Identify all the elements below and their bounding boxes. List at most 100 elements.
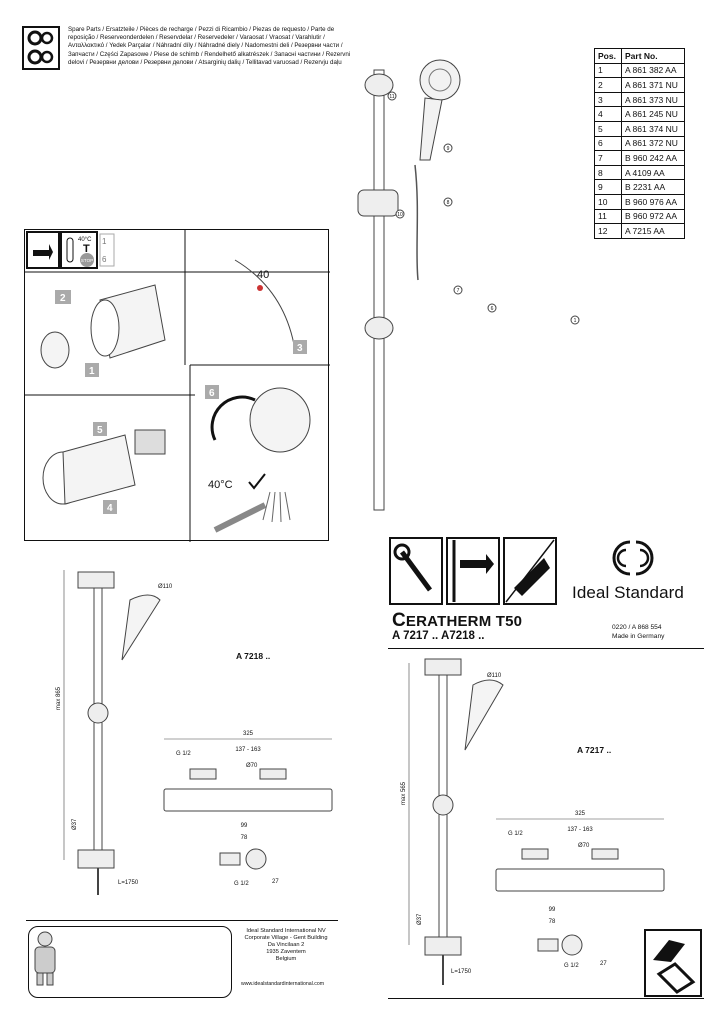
address-line2: Corporate Village - Gent Building <box>244 935 328 941</box>
part-number: A 7215 AA <box>621 223 685 239</box>
right-head-dia: Ø110 <box>487 673 502 679</box>
col-partno-header: Part No. <box>621 48 685 64</box>
right-height2: 27 <box>600 961 607 967</box>
product-name: CERATHERM T50 <box>392 610 522 632</box>
left-bar-dia: Ø37 <box>72 818 78 830</box>
right-width: 325 <box>575 811 586 817</box>
technician-icon <box>34 931 56 986</box>
address-line1: Ideal Standard International NV <box>246 928 326 934</box>
part-pos: 6 <box>594 135 622 152</box>
left-height2: 27 <box>272 879 279 885</box>
hand-icon <box>33 244 53 260</box>
part-pos: 12 <box>594 223 622 239</box>
part-pos: 10 <box>594 193 622 210</box>
part-number: A 861 245 NU <box>621 106 685 122</box>
left-thread: G 1/2 <box>176 751 191 757</box>
part-number: A 4109 AA <box>621 164 685 181</box>
part-pos: 11 <box>594 208 622 225</box>
part-number: B 960 976 AA <box>621 193 685 210</box>
step-4-label: 4 <box>107 503 113 514</box>
address-line3: Da Vincilaan 2 <box>267 942 305 948</box>
step-5-label: 5 <box>97 425 103 436</box>
right-hose: L=1750 <box>451 969 472 975</box>
left-head-dia: Ø110 <box>158 584 173 590</box>
callout-11: 11 <box>389 94 394 100</box>
instruction-panel: 40°C T STOP 1 6 2 1 40 3 5 4 <box>24 229 330 542</box>
part-number: A 861 382 AA <box>621 62 685 79</box>
part-pos: 7 <box>594 150 622 166</box>
brand-name: Ideal Standard <box>572 583 684 602</box>
left-model: A 7218 .. <box>236 651 271 661</box>
made-in: Made in Germany <box>612 633 665 640</box>
right-depth: 99 <box>549 907 556 913</box>
left-width: 325 <box>243 731 254 737</box>
left-centers: 137 - 163 <box>235 747 261 753</box>
wrench-icon <box>393 543 411 561</box>
col-pos-header: Pos. <box>594 48 622 64</box>
right-height: max 565 <box>401 781 407 805</box>
spare-parts-icon <box>22 26 60 70</box>
valve-dimension-left: 325 137 - 163 G 1/2 Ø70 99 78 G 1/2 27 <box>163 731 333 887</box>
right-nut-dia: Ø70 <box>578 843 590 849</box>
footer-rule <box>26 920 338 921</box>
address-line4: 1935 Zaventem <box>266 949 306 955</box>
callout-6: 6 <box>491 306 494 312</box>
part-number: B 2231 AA <box>621 179 685 195</box>
part-number: B 960 242 AA <box>621 150 685 166</box>
product-icons <box>389 537 557 605</box>
product-name-first: C <box>392 610 406 631</box>
product-codes: A 7217 .. A7218 .. <box>392 630 485 642</box>
part-number: A 861 374 NU <box>621 120 685 137</box>
brand-logo-icon <box>612 540 654 576</box>
range-start: 1 <box>102 237 107 246</box>
check-temp: 40°C <box>208 479 233 491</box>
part-number: A 861 373 NU <box>621 91 685 108</box>
stop-label: STOP <box>81 258 93 263</box>
website-link[interactable]: www.idealstandardinternational.com <box>241 981 325 987</box>
left-depth: 99 <box>241 823 248 829</box>
part-number: A 861 372 NU <box>621 135 685 152</box>
part-pos: 5 <box>594 120 622 137</box>
callout-8: 8 <box>447 200 450 206</box>
right-depth2: 78 <box>549 919 556 925</box>
left-nut-dia: Ø70 <box>246 763 258 769</box>
left-hose: L=1750 <box>118 880 139 886</box>
right-thread: G 1/2 <box>508 831 523 837</box>
right-thread2: G 1/2 <box>564 963 579 969</box>
part-pos: 2 <box>594 77 622 93</box>
part-pos: 4 <box>594 106 622 122</box>
left-thread2: G 1/2 <box>234 881 249 887</box>
callout-1a: 1 <box>574 318 577 324</box>
callout-9: 9 <box>447 146 450 152</box>
doc-meta: 0220 / A 868 554 Made in Germany <box>612 623 664 641</box>
temp-letter: T <box>83 243 90 255</box>
valve-dimension-right: 325 137 - 163 G 1/2 Ø70 99 78 G 1/2 27 <box>495 811 665 969</box>
callout-7: 7 <box>457 288 460 294</box>
part-number: A 861 371 NU <box>621 77 685 93</box>
cleaning-icon <box>514 558 550 596</box>
doc-code: 0220 / A 868 554 <box>612 624 662 631</box>
part-pos: 9 <box>594 179 622 195</box>
step-1-label: 1 <box>89 366 95 377</box>
step-2-label: 2 <box>60 293 66 304</box>
part-pos: 3 <box>594 91 622 108</box>
dimension-drawing-right: max 565 Ø110 Ø37 L=1750 <box>401 658 504 985</box>
cleaning-care-icon <box>644 929 702 997</box>
divider-line <box>388 648 704 649</box>
exploded-parts-drawing: 11 9 8 10 7 6 1 <box>357 59 580 511</box>
part-pos: 1 <box>594 62 622 79</box>
footer-rule-right <box>388 998 704 999</box>
address-line5: Belgium <box>275 956 297 962</box>
dial-value: 40 <box>257 269 269 281</box>
pointing-hand-icon <box>460 554 494 574</box>
